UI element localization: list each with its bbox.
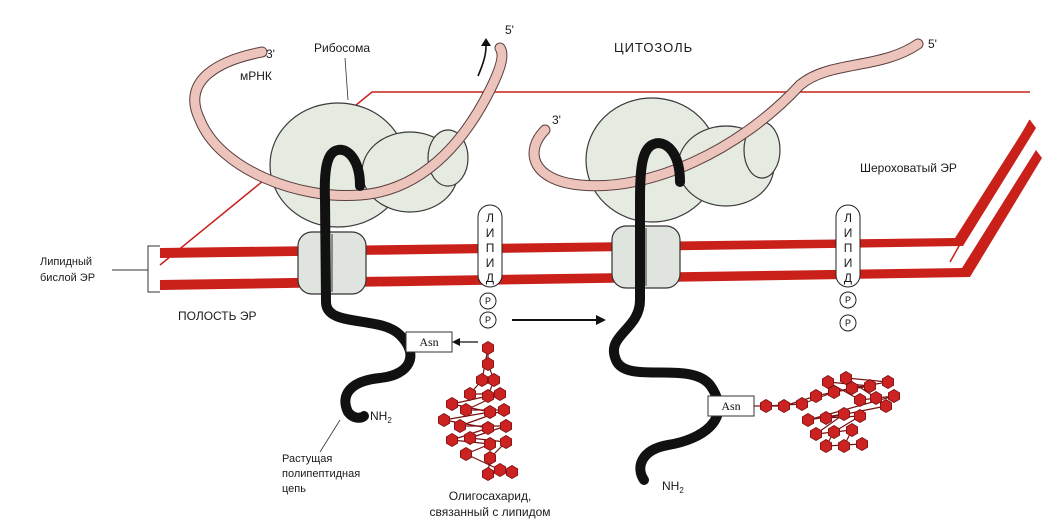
asn-label-right: Asn <box>721 399 740 413</box>
sugar-residue <box>760 400 771 413</box>
sugar-residue <box>438 414 449 427</box>
sugar-residue <box>820 440 831 453</box>
lipid-bilayer-label: бислой ЭР <box>40 272 95 284</box>
rough-er-label: Шероховатый ЭР <box>860 161 957 175</box>
sugar-residue <box>464 388 475 401</box>
sugar-residue <box>846 424 857 437</box>
phosphate-label: P <box>485 315 491 325</box>
sugar-residue <box>880 400 891 413</box>
lipid-letter: П <box>486 241 495 255</box>
five-prime-label-left: 5' <box>505 23 514 37</box>
sugar-residue <box>446 434 457 447</box>
sugar-residue <box>840 372 851 385</box>
nh2-label-left: NH2 <box>370 409 392 425</box>
cytosol-label: ЦИТОЗОЛЬ <box>614 40 693 55</box>
sugar-residue <box>482 342 493 355</box>
sugar-residue <box>498 404 509 417</box>
sugar-residue <box>476 374 487 387</box>
er-lumen-label: ПОЛОСТЬ ЭР <box>178 309 256 323</box>
sugar-residue <box>464 432 475 445</box>
phosphate-label: P <box>485 296 491 306</box>
sugar-residue <box>484 452 495 465</box>
sugar-residue <box>482 358 493 371</box>
sugar-residue <box>810 390 821 403</box>
sugar-residue <box>494 464 505 477</box>
sugar-residue <box>460 448 471 461</box>
sugar-residue <box>802 414 813 427</box>
blank-box <box>822 488 1034 531</box>
asn-label-left: Asn <box>419 335 438 349</box>
lipid-letter: Л <box>844 211 852 225</box>
nh2-label-right: NH2 <box>662 479 684 495</box>
sugar-residue <box>484 438 495 451</box>
five-prime-label-right: 5' <box>928 37 937 51</box>
left-lipid-carrier: Л И П И Д P P <box>478 205 502 328</box>
lipid-letter: П <box>844 241 853 255</box>
sugar-residue <box>870 392 881 405</box>
right-asn-group: Asn <box>708 396 754 416</box>
sugar-residue <box>888 390 899 403</box>
lipid-bilayer-bracket <box>112 246 160 292</box>
sugar-residue <box>838 440 849 453</box>
sugar-residue <box>482 468 493 481</box>
sugar-residue <box>482 422 493 435</box>
sugar-residue <box>488 374 499 387</box>
sugar-residue <box>820 412 831 425</box>
sugar-residue <box>494 388 505 401</box>
sugar-residue <box>454 420 465 433</box>
lipid-letter: И <box>844 256 853 270</box>
sugar-residue <box>838 408 849 421</box>
phosphate-label: P <box>845 318 851 328</box>
sugar-residue <box>882 376 893 389</box>
transfer-arrow <box>512 315 606 325</box>
lipid-letter: И <box>844 226 853 240</box>
left-translation-complex <box>195 38 502 418</box>
sugar-residue <box>796 398 807 411</box>
sugar-residue <box>500 420 511 433</box>
lipid-letter: И <box>486 226 495 240</box>
sugar-residue <box>500 436 511 449</box>
lipid-letter: Д <box>486 271 494 285</box>
chain-caption: полипептидная <box>282 468 360 480</box>
sugar-residue <box>856 438 867 451</box>
sugar-residue <box>822 376 833 389</box>
sugar-residue <box>864 380 875 393</box>
chain-caption: цепь <box>282 483 306 495</box>
ribosome-label: Рибосома <box>314 41 370 55</box>
sugar-residue <box>810 428 821 441</box>
left-oligosaccharide <box>438 342 517 481</box>
sugar-residue <box>778 400 789 413</box>
oligo-caption: связанный с липидом <box>430 505 551 519</box>
right-oligosaccharide <box>754 372 900 453</box>
lipid-bilayer-label: Липидный <box>40 256 92 268</box>
lipid-letter: И <box>486 256 495 270</box>
sugar-residue <box>854 394 865 407</box>
sugar-residue <box>854 410 865 423</box>
sugar-residue <box>506 466 517 479</box>
oligo-caption: Олигосахарид, <box>449 489 532 503</box>
chain-caption: Растущая <box>282 453 332 465</box>
sugar-residue <box>460 404 471 417</box>
sugar-residue <box>828 426 839 439</box>
three-prime-label-right: 3' <box>552 113 561 127</box>
sugar-residue <box>446 398 457 411</box>
sugar-residue <box>482 390 493 403</box>
lipid-letter: Д <box>844 271 852 285</box>
sugar-residue <box>484 406 495 419</box>
three-prime-label-left: 3' <box>266 47 275 61</box>
right-lipid-carrier: Л И П И Д P P <box>836 205 860 331</box>
phosphate-label: P <box>845 295 851 305</box>
lipid-letter: Л <box>486 211 494 225</box>
mrna-label: мРНК <box>240 69 272 83</box>
left-asn-group: Asn <box>406 332 478 352</box>
